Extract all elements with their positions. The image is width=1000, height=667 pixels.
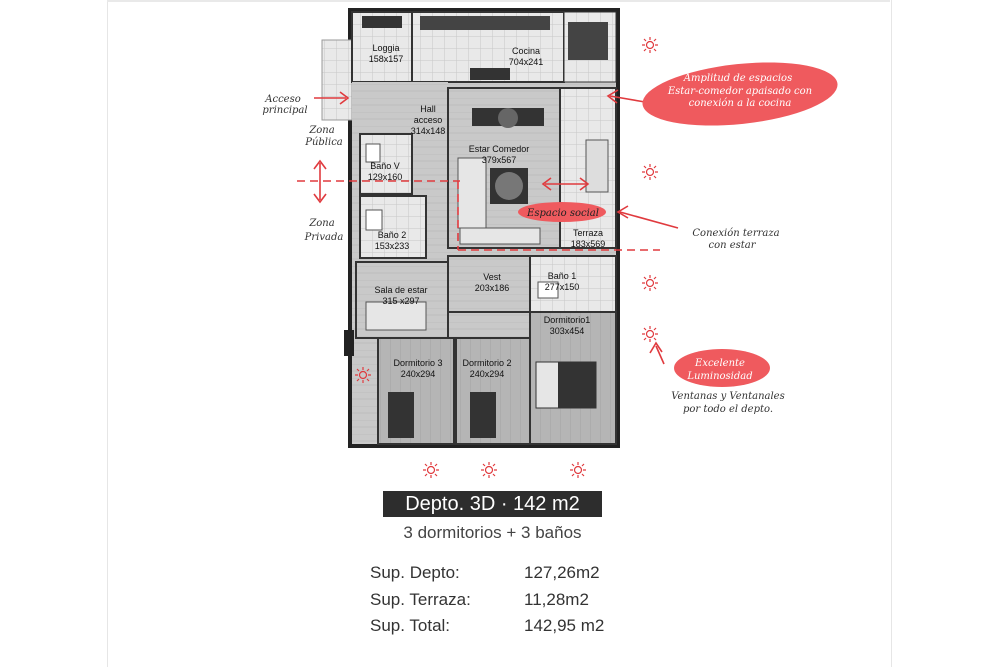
zona-publica-text-1: Zona [308,125,334,136]
conexion-text-2: con estar [708,240,756,251]
sun-icons [355,37,658,478]
room-sub-hall: acceso [414,115,443,125]
furniture [362,16,609,438]
room-name-dorm2: Dormitorio 2 [462,358,511,368]
top-divider [107,0,890,2]
spec-value-total: 142,95 m2 [524,616,605,635]
room-size-bano-2: 153x233 [375,241,410,251]
room-labels: Loggia 158x157 Cocina 704x241 Hall acces… [368,43,606,379]
room-size-vest: 203x186 [475,283,510,293]
spec-label-depto: Sup. Depto: [370,563,460,582]
room-size-dorm3: 240x294 [401,369,436,379]
room-size-dorm2: 240x294 [470,369,505,379]
callout-texts: Amplitud de espacios Estar-comedor apais… [526,73,812,382]
luminosidad-arrow [655,345,665,365]
annotation-texts: Acceso principal Zona Pública Zona Priva… [262,94,784,415]
sun-icon [642,275,658,291]
spec-value-terraza: 11,28m2 [524,590,589,609]
luminosidad-text-2: Luminosidad [686,371,752,382]
room-size-sala: 315 x297 [382,296,419,306]
luminosidad-text-1: Excelente [694,358,745,369]
room-name-terraza: Terraza [573,228,603,238]
room-size-loggia: 158x157 [369,54,404,64]
luminosidad-callout [674,349,770,387]
amplitud-text-1: Amplitud de espacios [683,73,792,84]
sun-icon [570,462,586,478]
room-size-dorm1: 303x454 [550,326,585,336]
unit-subtitle: 3 dormitorios + 3 baños [403,523,582,542]
zona-publica-text-2: Pública [304,137,343,148]
room-name-bano-v: Baño V [370,161,400,171]
room-name-sala: Sala de estar [374,285,427,295]
room-name-dorm1: Dormitorio1 [544,315,591,325]
ventanas-text-2: por todo el depto. [683,404,773,415]
spec-label-terraza: Sup. Terraza: [370,590,471,609]
sun-icon [642,37,658,53]
acceso-text-2: principal [262,105,307,116]
unit-title: Depto. 3D · 142 m2 [383,491,602,517]
zone-markers [297,89,679,365]
espacio-social-callout [518,202,606,222]
sun-icon [481,462,497,478]
callouts [518,62,838,387]
room-name-bano-1: Baño 1 [548,271,577,281]
conexion-text-1: Conexión terraza [692,228,779,239]
acceso-text-1: Acceso [264,94,301,105]
amplitud-callout [642,62,838,126]
zona-privada-text-1: Zona [308,218,334,229]
room-name-cocina: Cocina [512,46,540,56]
room-name-loggia: Loggia [372,43,399,53]
room-name-vest: Vest [483,272,501,282]
room-name-dorm3: Dormitorio 3 [393,358,442,368]
room-size-estar: 379x567 [482,155,517,165]
amplitud-arrow [609,95,646,103]
spec-label-total: Sup. Total: [370,616,451,635]
room-size-terraza: 183x569 [571,239,606,249]
room-size-cocina: 704x241 [509,57,544,67]
room-size-bano-v: 129x160 [368,172,403,182]
bano-2-area [359,195,427,259]
conexion-arrow [619,211,679,229]
sun-icon [355,367,371,383]
amplitud-text-2: Estar-comedor apaisado con [667,86,812,97]
sun-icon [642,326,658,342]
ventanas-text-1: Ventanas y Ventanales [671,391,784,402]
room-size-bano-1: 277x150 [545,282,580,292]
zona-privada-text-2: Privada [304,232,344,243]
room-name-estar: Estar Comedor [469,144,530,154]
room-size-hall: 314x148 [411,126,446,136]
amplitud-text-3: conexión a la cocina [689,98,792,109]
sun-icon [642,164,658,180]
espacio-social-text: Espacio social [526,208,599,219]
room-name-hall: Hall [420,104,436,114]
room-name-bano-2: Baño 2 [378,230,407,240]
spec-value-depto: 127,26m2 [524,563,600,582]
sun-icon [423,462,439,478]
hall-area [352,82,448,134]
